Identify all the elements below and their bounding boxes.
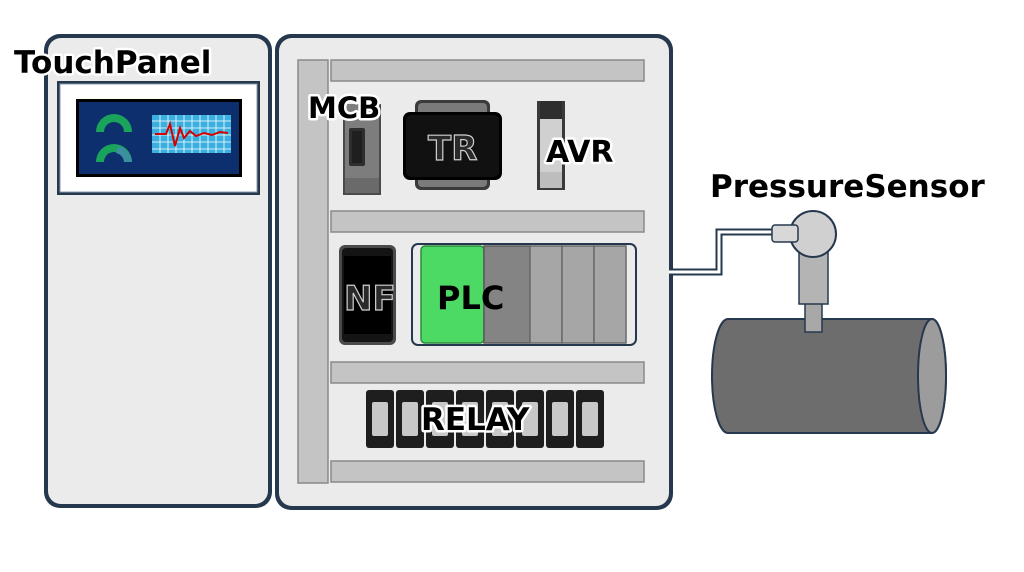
relay-module[interactable] <box>576 390 604 448</box>
plc-rack[interactable] <box>411 243 637 346</box>
wire-duct <box>330 460 645 483</box>
avr-module[interactable] <box>537 101 565 190</box>
wire-duct <box>330 210 645 233</box>
plc-label: PLC <box>437 279 504 317</box>
mcb-label: MCB <box>308 91 380 125</box>
vertical-wire-duct <box>297 59 329 484</box>
sensor-cable <box>669 228 778 276</box>
relay-label: RELAY <box>421 402 530 438</box>
noise-filter[interactable] <box>339 245 396 345</box>
nf-label: NF <box>344 279 396 319</box>
relay-module[interactable] <box>396 390 424 448</box>
relay-module[interactable] <box>366 390 394 448</box>
relay-module[interactable] <box>426 390 454 448</box>
wire-duct <box>330 59 645 82</box>
touch-panel-label: TouchPanel <box>14 45 211 81</box>
relay-module[interactable] <box>456 390 484 448</box>
pipe <box>711 318 947 434</box>
wire-duct <box>330 361 645 384</box>
relay-module[interactable] <box>516 390 544 448</box>
mcb-breaker[interactable] <box>343 104 381 195</box>
main-cabinet: MCB TR AVR NF PLC RELAY <box>275 34 673 510</box>
gauge-icon <box>96 114 132 132</box>
pressure-sensor[interactable] <box>771 210 837 333</box>
relay-module[interactable] <box>486 390 514 448</box>
touch-panel-door <box>44 34 272 508</box>
avr-label: AVR <box>546 135 614 170</box>
pressure-sensor-label: PressureSensor <box>710 169 985 205</box>
relay-bank[interactable] <box>366 390 604 448</box>
tr-label: TR <box>428 129 477 169</box>
relay-module[interactable] <box>546 390 574 448</box>
trend-chart-icon <box>152 115 231 153</box>
transformer[interactable] <box>403 100 502 190</box>
touch-panel-hmi <box>57 81 260 195</box>
